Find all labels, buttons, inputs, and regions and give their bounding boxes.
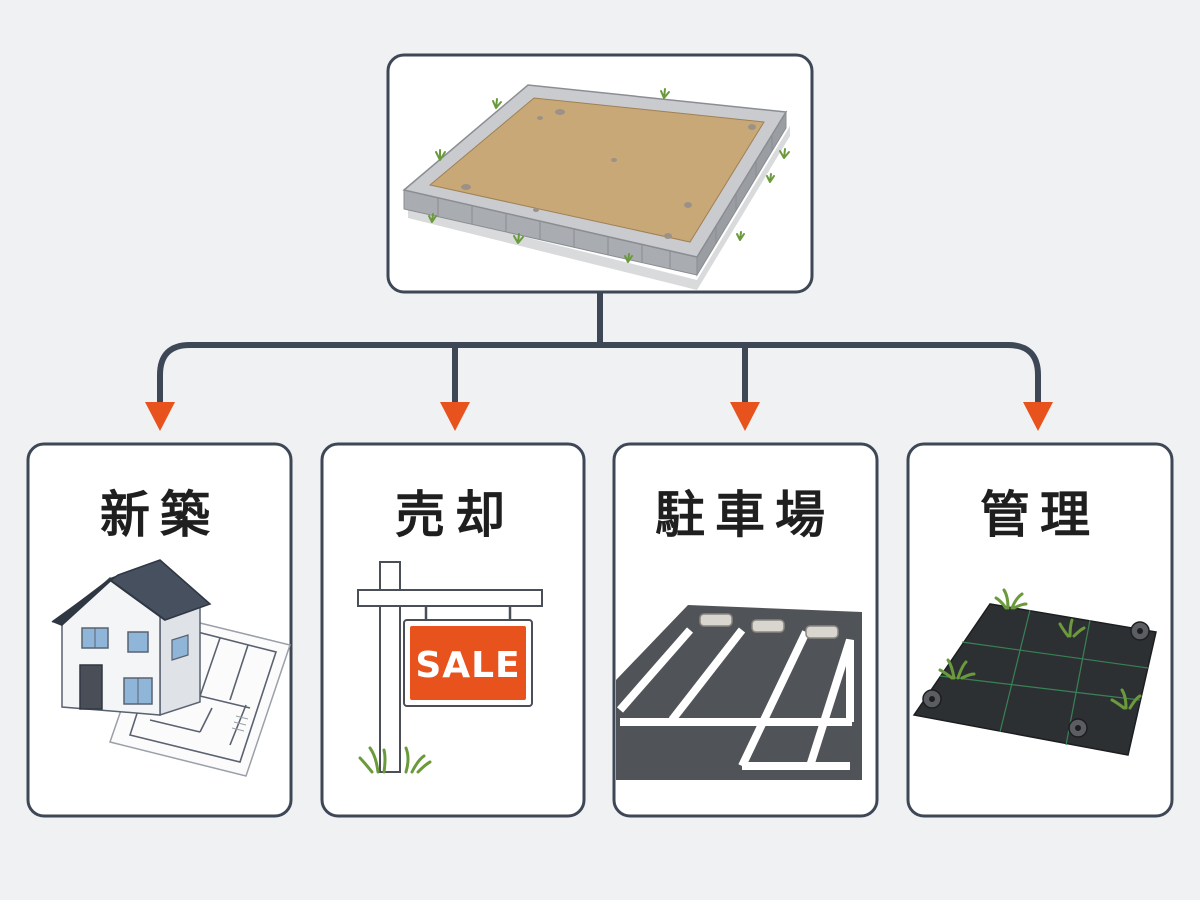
root-card: [386, 53, 814, 294]
arrow-heads: [145, 402, 1053, 431]
vacant-lot-illustration: [402, 84, 790, 290]
arrow-head-4: [1023, 402, 1053, 431]
option-card-management: 管理: [906, 442, 1174, 818]
option-title-management: 管理: [980, 486, 1100, 544]
option-title-sale: 売却: [395, 486, 515, 544]
option-card-sale: 売却 SALE: [320, 442, 586, 818]
sale-sign-text: SALE: [415, 645, 520, 686]
arrow-head-1: [145, 402, 175, 431]
connector-branch-4: [597, 342, 1041, 407]
arrow-head-2: [440, 402, 470, 431]
connector-branch-1: [157, 342, 603, 407]
arrow-head-3: [730, 402, 760, 431]
parking-lot-illustration: [616, 605, 862, 780]
weed-control-sheet-illustration: [912, 588, 1157, 756]
option-card-new-build: 新築: [26, 442, 293, 818]
house-with-floor-plan-illustration: [51, 559, 291, 777]
for-sale-sign-illustration: SALE: [357, 561, 543, 774]
option-card-parking: 駐車場: [612, 442, 879, 818]
option-title-parking: 駐車場: [655, 486, 835, 544]
connector-lines: [157, 289, 1041, 407]
option-title-new-build: 新築: [100, 486, 220, 544]
